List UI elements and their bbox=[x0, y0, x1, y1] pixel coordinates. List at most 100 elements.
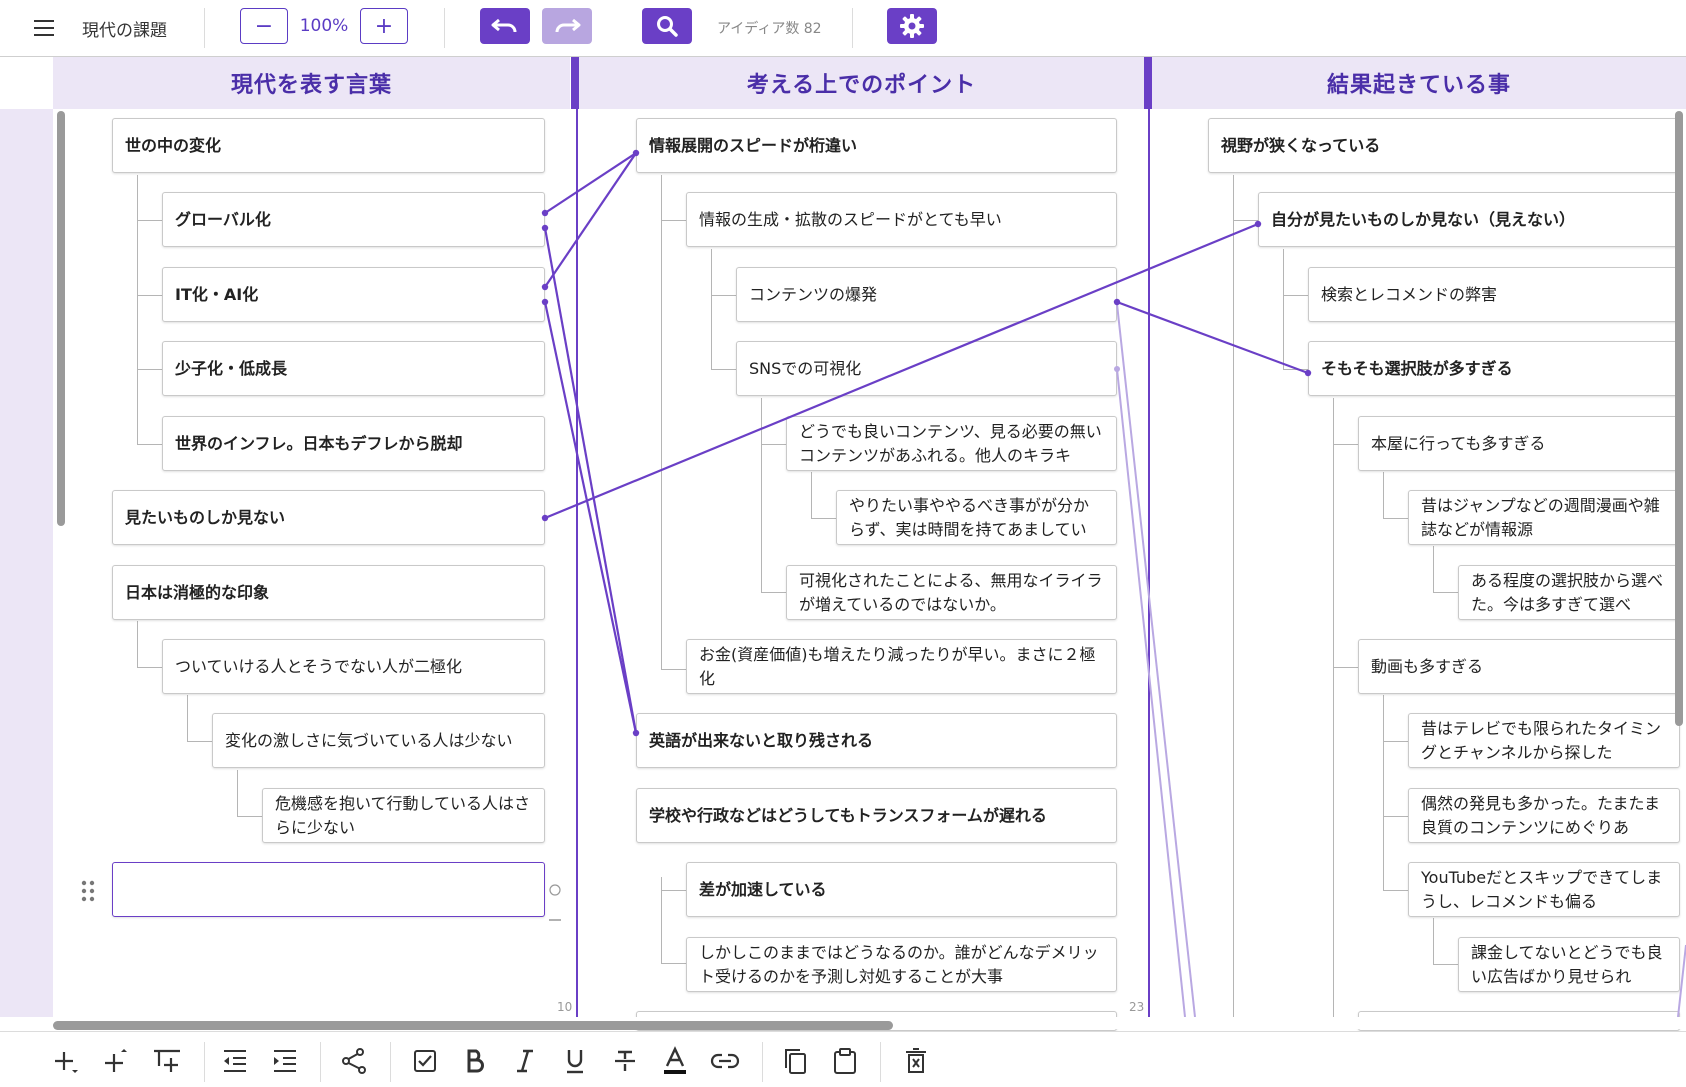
horizontal-scrollbar[interactable] bbox=[53, 1021, 893, 1030]
menu-icon[interactable] bbox=[30, 14, 58, 42]
tree-line bbox=[661, 963, 687, 964]
idea-card[interactable]: 昔はテレビでも限られたタイミングとチャンネルから探した bbox=[1408, 713, 1680, 768]
tree-line bbox=[1383, 695, 1384, 890]
idea-card[interactable]: 自分が見たいものしか見ない（見えない） bbox=[1258, 192, 1680, 247]
outdent-button[interactable] bbox=[218, 1044, 252, 1078]
idea-card[interactable]: コンテンツの爆発 bbox=[736, 267, 1117, 322]
italic-button[interactable] bbox=[508, 1044, 542, 1078]
idea-card[interactable]: 情報の生成・拡散のスピードがとても早い bbox=[686, 192, 1117, 247]
idea-card[interactable]: 世の中の変化 bbox=[112, 118, 545, 173]
idea-card[interactable]: グローバル化 bbox=[162, 192, 545, 247]
tree-line bbox=[1433, 592, 1459, 593]
column-divider[interactable] bbox=[1144, 57, 1152, 109]
tree-line bbox=[137, 621, 138, 667]
link-node-button[interactable] bbox=[337, 1044, 371, 1078]
drag-handle-icon[interactable] bbox=[80, 880, 98, 902]
column-header[interactable]: 結果起きている事 bbox=[1152, 57, 1686, 109]
idea-card[interactable]: 動画も多すぎる bbox=[1358, 639, 1680, 694]
idea-card[interactable]: 世界のインフレ。日本もデフレから脱却 bbox=[162, 416, 545, 471]
idea-card[interactable]: 可視化されたことによる、無用なイライラが増えているのではないか。 bbox=[786, 565, 1117, 620]
paste-button[interactable] bbox=[828, 1044, 862, 1078]
top-toolbar: 現代の課題 − 100% + アイディア数 82 bbox=[0, 0, 1686, 57]
column-scrollbar[interactable] bbox=[57, 111, 65, 526]
idea-card[interactable]: 学校や行政などはどうしてもトランスフォームが遅れる bbox=[636, 788, 1117, 843]
column-header[interactable]: 考える上でのポイント bbox=[579, 57, 1144, 109]
idea-card[interactable]: 変化の激しさに気づいている人は少ない bbox=[212, 713, 545, 768]
strikethrough-button[interactable] bbox=[608, 1044, 642, 1078]
indent-button[interactable] bbox=[268, 1044, 302, 1078]
idea-card[interactable]: YouTubeだとスキップできてしまうし、レコメンドも偏る bbox=[1408, 862, 1680, 917]
idea-card[interactable]: 視野が狭くなっている bbox=[1208, 118, 1680, 173]
bold-button[interactable] bbox=[458, 1044, 492, 1078]
idea-card[interactable]: どうでも良いコンテンツ、見る必要の無いコンテンツがあふれる。他人のキラキ bbox=[786, 416, 1117, 471]
idea-card[interactable]: 英語が出来ないと取り残される bbox=[636, 713, 1117, 768]
copy-button[interactable] bbox=[778, 1044, 812, 1078]
outdent-icon bbox=[224, 1050, 246, 1072]
column-scrollbar[interactable] bbox=[1675, 111, 1683, 726]
idea-card[interactable]: 差が加速している bbox=[686, 862, 1117, 917]
tree-line bbox=[1333, 667, 1359, 668]
tree-line bbox=[237, 770, 238, 816]
zoom-in-button[interactable]: + bbox=[360, 8, 408, 44]
tree-line bbox=[711, 249, 712, 369]
redo-button[interactable] bbox=[542, 8, 592, 44]
idea-card[interactable]: 少子化・低成長 bbox=[162, 341, 545, 396]
tree-line bbox=[661, 175, 662, 669]
hyperlink-button[interactable] bbox=[708, 1044, 742, 1078]
column-border bbox=[576, 109, 578, 1017]
idea-card[interactable]: 情報展開のスピードが桁違い bbox=[636, 118, 1117, 173]
column-divider[interactable] bbox=[571, 57, 579, 109]
column-count: 23 bbox=[1129, 1000, 1145, 1014]
zoom-out-button[interactable]: − bbox=[240, 8, 288, 44]
idea-card[interactable]: やりたい事ややるべき事がが分からず、実は時間を持てあましてい bbox=[836, 490, 1117, 545]
link-anchor-icon[interactable] bbox=[548, 883, 564, 923]
idea-card[interactable]: 見たいものしか見ない bbox=[112, 490, 545, 545]
idea-card[interactable]: 危機感を抱いて行動している人はさらに少ない bbox=[262, 788, 545, 843]
toolbar-divider bbox=[852, 8, 853, 48]
tree-line bbox=[761, 444, 787, 445]
undo-button[interactable] bbox=[480, 8, 530, 44]
idea-card[interactable]: IT化・AI化 bbox=[162, 267, 545, 322]
idea-card[interactable]: 偶然の発見も多かった。たまたま良質のコンテンツにめぐりあ bbox=[1408, 788, 1680, 843]
add-child-button[interactable] bbox=[100, 1044, 134, 1078]
underline-button[interactable] bbox=[558, 1044, 592, 1078]
tree-line bbox=[1283, 249, 1284, 369]
idea-card[interactable]: ある程度の選択肢から選べた。今は多すぎて選べ bbox=[1458, 565, 1680, 620]
tree-line bbox=[137, 175, 138, 445]
tree-line bbox=[1383, 890, 1409, 891]
tree-line bbox=[661, 890, 687, 891]
tree-line bbox=[1433, 918, 1434, 964]
copy-icon bbox=[785, 1049, 806, 1074]
search-button[interactable] bbox=[642, 8, 692, 44]
tree-line bbox=[137, 295, 163, 296]
column-header[interactable]: 現代を表す言葉 bbox=[53, 57, 570, 109]
idea-card[interactable]: 検索とレコメンドの弊害 bbox=[1308, 267, 1680, 322]
text-color-button[interactable] bbox=[658, 1044, 692, 1078]
tree-line bbox=[761, 592, 787, 593]
toolbar-divider bbox=[762, 1042, 763, 1082]
add-child-icon bbox=[105, 1049, 127, 1072]
idea-card[interactable]: SNSでの可視化 bbox=[736, 341, 1117, 396]
idea-card[interactable]: 課金してないとどうでも良い広告ばかり見せられ bbox=[1458, 937, 1680, 992]
idea-card[interactable]: 昔はジャンプなどの週間漫画や雑誌などが情報源 bbox=[1408, 490, 1680, 545]
tree-line bbox=[661, 220, 687, 221]
link-node-icon bbox=[342, 1048, 366, 1074]
idea-card[interactable]: 日本は消極的な印象 bbox=[112, 565, 545, 620]
idea-card[interactable]: お金(資産価値)も増えたり減ったりが早い。まさに２極化 bbox=[686, 639, 1117, 694]
settings-button[interactable] bbox=[887, 8, 937, 44]
checkbox-button[interactable] bbox=[408, 1044, 442, 1078]
delete-button[interactable] bbox=[899, 1044, 933, 1078]
tree-line bbox=[1383, 472, 1384, 518]
idea-card[interactable]: しかしこのままではどうなるのか。誰がどんなデメリット受けるのかを予測し対処するこ… bbox=[686, 937, 1117, 992]
add-sibling-button[interactable] bbox=[50, 1044, 84, 1078]
new-idea-input[interactable] bbox=[112, 862, 545, 917]
add-column-button[interactable] bbox=[150, 1044, 184, 1078]
idea-card[interactable]: 本屋に行っても多すぎる bbox=[1358, 416, 1680, 471]
idea-card[interactable]: ついていける人とそうでない人が二極化 bbox=[162, 639, 545, 694]
bold-icon bbox=[467, 1049, 484, 1073]
toolbar-divider bbox=[444, 8, 445, 48]
redo-icon bbox=[555, 18, 581, 33]
toolbar-divider bbox=[204, 1042, 205, 1082]
tree-line bbox=[711, 295, 737, 296]
tree-line bbox=[1383, 518, 1409, 519]
